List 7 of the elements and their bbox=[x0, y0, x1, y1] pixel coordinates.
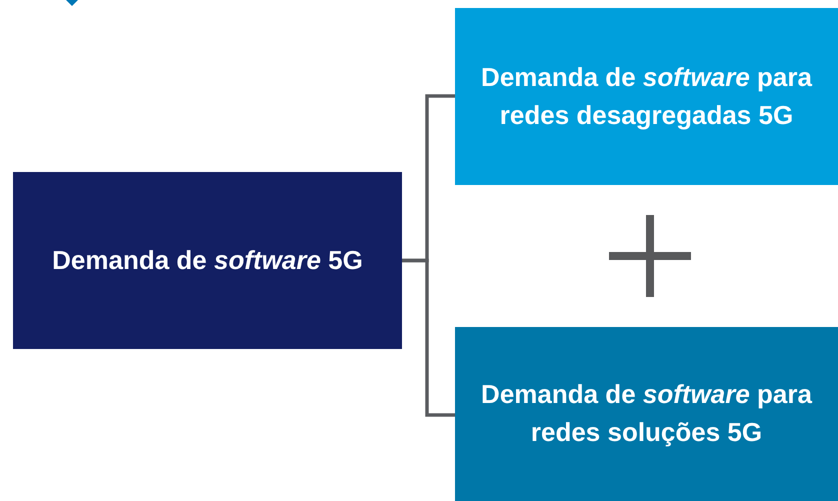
process-box bbox=[455, 8, 838, 185]
process-box bbox=[455, 327, 838, 501]
process-box bbox=[13, 172, 402, 349]
box-label: Demanda de software 5G bbox=[52, 244, 363, 277]
connector-line bbox=[402, 258, 455, 417]
box-label: Demanda de software para redes soluções 5G bbox=[480, 378, 814, 449]
box-label: Demanda de software para redes desagregadas 5G bbox=[480, 60, 814, 132]
